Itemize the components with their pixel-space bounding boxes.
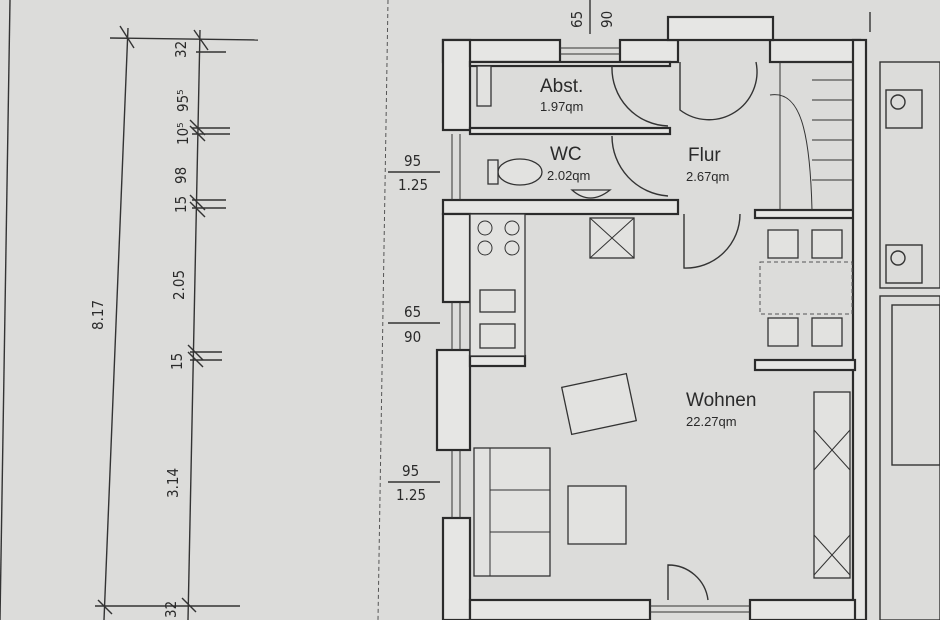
room-name-wc: WC bbox=[550, 144, 582, 165]
room-area-flur: 2.67qm bbox=[686, 169, 729, 184]
sheet-dashed-line bbox=[377, 0, 389, 620]
dim-total: 8.17 bbox=[89, 300, 107, 330]
svg-text:65: 65 bbox=[404, 303, 421, 321]
dim-seg-3: 10⁵ bbox=[174, 122, 192, 145]
svg-text:95: 95 bbox=[404, 152, 421, 170]
dim-seg-6: 2.05 bbox=[170, 270, 188, 300]
window-dim-top: 65 90 bbox=[568, 0, 616, 34]
svg-text:95: 95 bbox=[402, 462, 419, 480]
dim-seg-7: 15 bbox=[168, 353, 186, 370]
svg-text:90: 90 bbox=[598, 11, 616, 28]
window-dim-wc: 95 1.25 bbox=[388, 152, 440, 194]
shelf-icon bbox=[476, 65, 492, 107]
toilet-icon bbox=[497, 158, 543, 186]
window-dim-kitchen: 65 90 bbox=[388, 303, 440, 346]
sideboard-icon bbox=[813, 391, 851, 579]
dim-seg-5: 15 bbox=[172, 196, 190, 213]
dim-seg-4: 98 bbox=[172, 167, 190, 184]
windows bbox=[451, 47, 750, 613]
svg-text:1.25: 1.25 bbox=[398, 176, 428, 194]
staircase bbox=[769, 61, 854, 211]
armchair-icon bbox=[560, 372, 638, 436]
room-area-abst: 1.97qm bbox=[540, 99, 583, 114]
room-name-wohnen: Wohnen bbox=[686, 390, 756, 411]
doors bbox=[611, 61, 758, 601]
room-area-wc: 2.02qm bbox=[547, 168, 590, 183]
dimension-chain: 8.17 32 95⁵ 10⁵ 98 15 2.05 15 3.14 32 bbox=[89, 25, 259, 620]
kitchen-sink-icon bbox=[479, 289, 516, 313]
room-name-abst: Abst. bbox=[540, 76, 583, 97]
room-area-wohnen: 22.27qm bbox=[686, 414, 737, 429]
table-icon bbox=[567, 485, 627, 545]
room-name-flur: Flur bbox=[688, 145, 721, 166]
walls bbox=[435, 15, 868, 620]
svg-text:1.25: 1.25 bbox=[396, 486, 426, 504]
sink-icon bbox=[570, 189, 612, 199]
svg-text:65: 65 bbox=[568, 11, 586, 28]
sheet-edge bbox=[0, 0, 11, 620]
furniture bbox=[469, 65, 853, 579]
sofa-icon bbox=[473, 447, 551, 577]
dim-seg-8: 3.14 bbox=[164, 468, 182, 498]
dim-seg-1: 32 bbox=[172, 41, 190, 58]
svg-text:90: 90 bbox=[404, 328, 421, 346]
dim-seg-9: 32 bbox=[162, 601, 180, 618]
dim-seg-2: 95⁵ bbox=[174, 89, 192, 112]
window-dim-living: 95 1.25 bbox=[388, 462, 440, 504]
neighbor-unit bbox=[869, 12, 940, 620]
